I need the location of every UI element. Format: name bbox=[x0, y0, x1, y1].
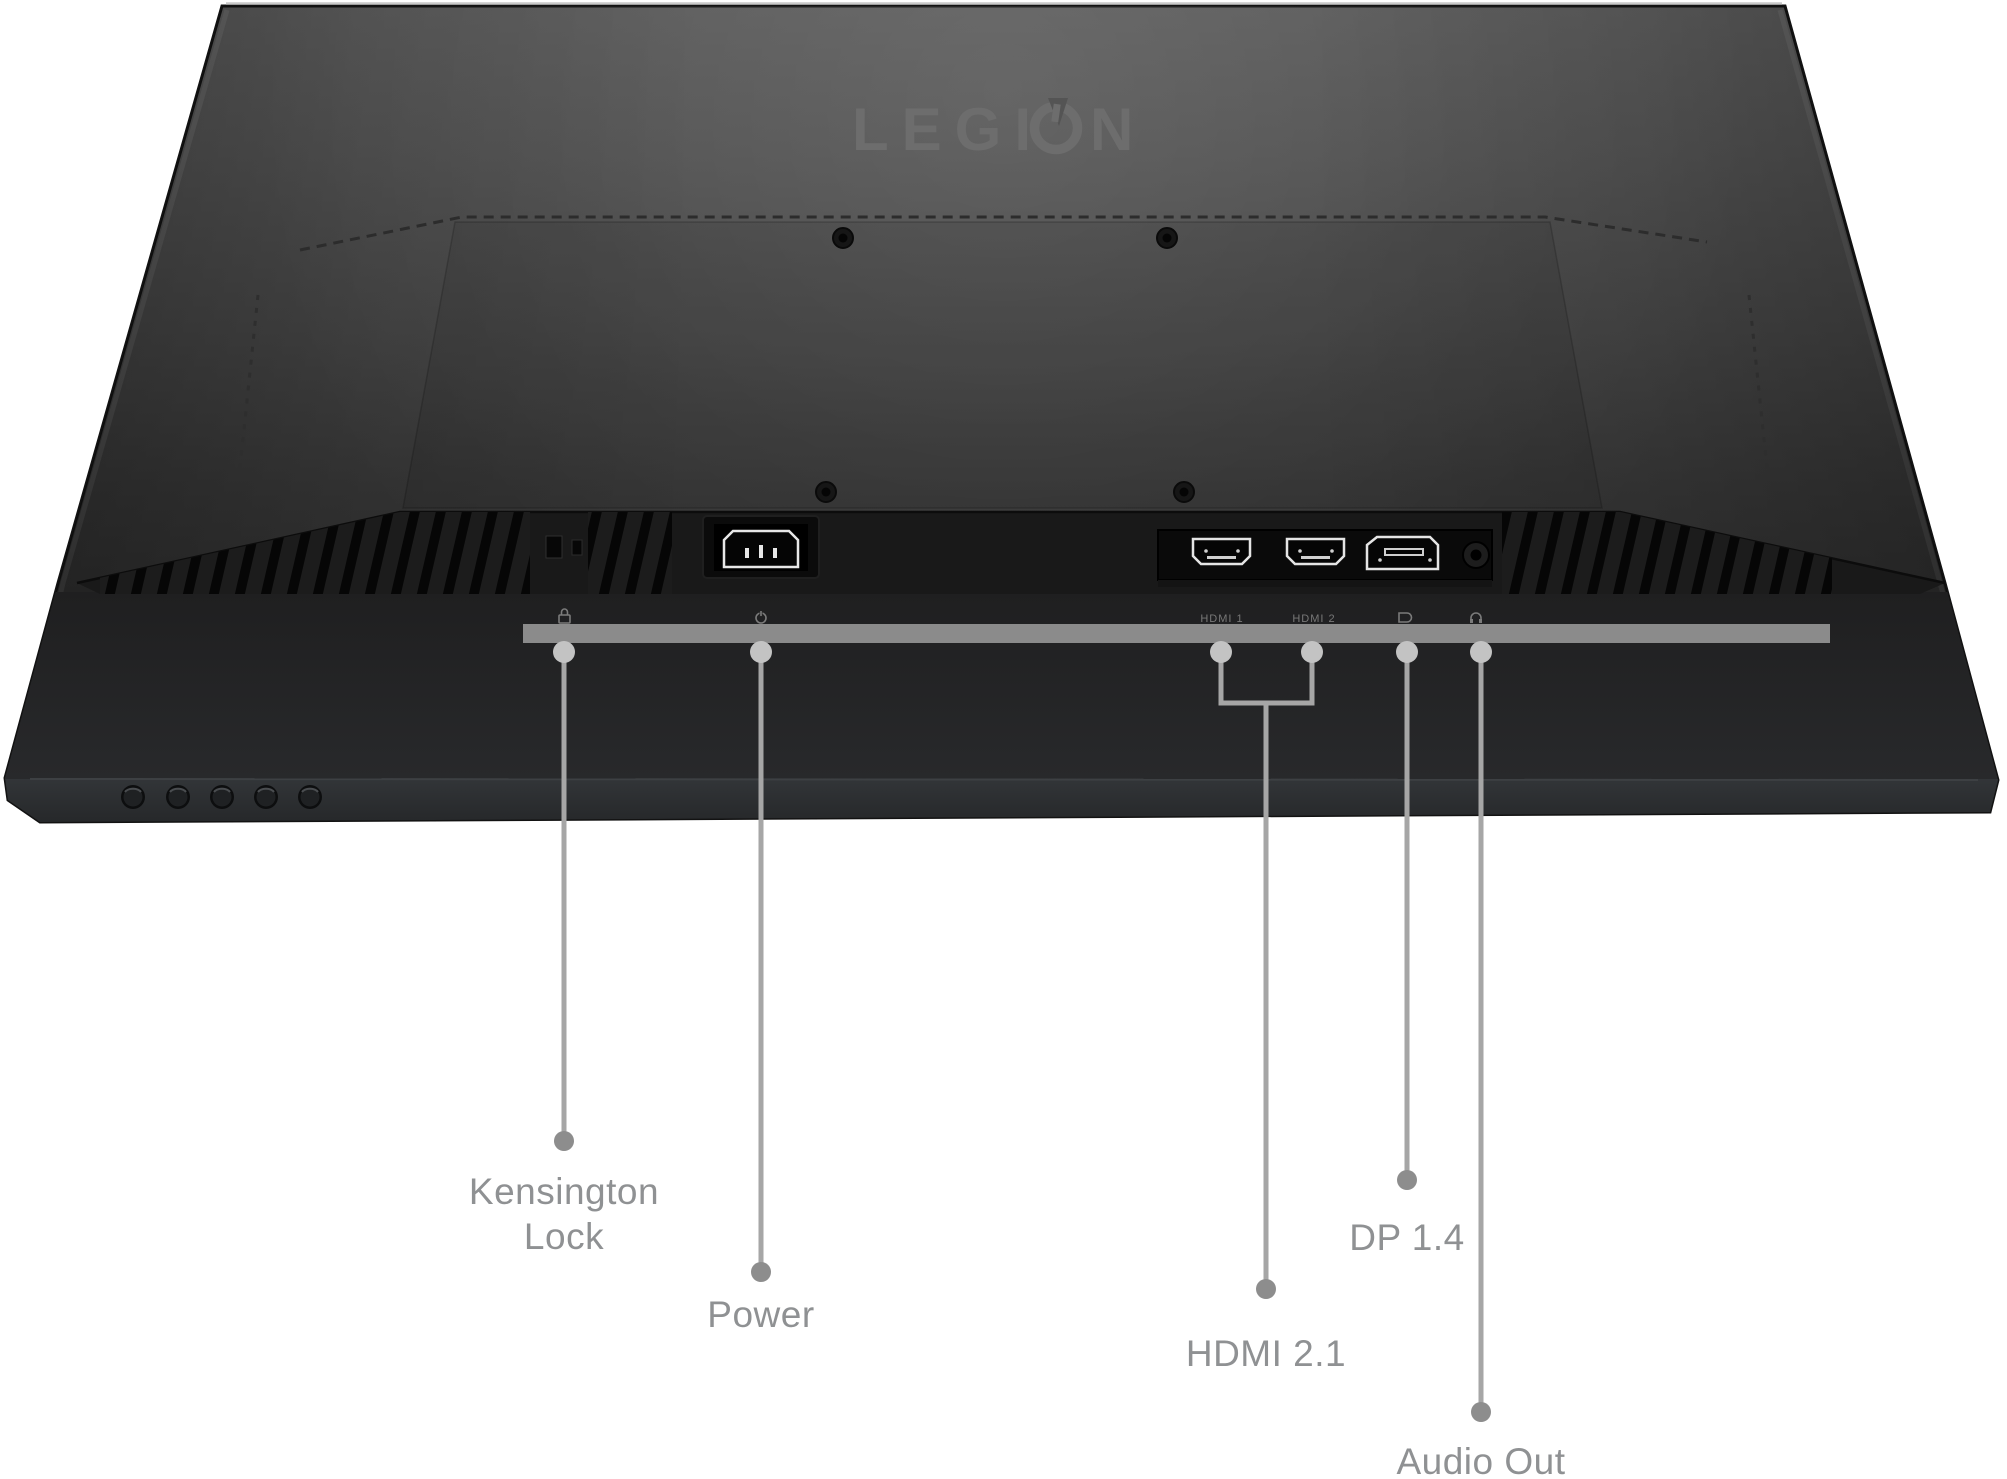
callout-power: Power bbox=[707, 641, 814, 1335]
vesa-screw bbox=[815, 481, 837, 503]
callouts: Kensington Lock Power HDMI 2.1 DP 1.4 bbox=[469, 641, 1565, 1479]
osd-button bbox=[254, 785, 278, 809]
callout-dot-end bbox=[1471, 1402, 1491, 1422]
osd-button bbox=[121, 785, 145, 809]
bottom-strip-highlight bbox=[29, 778, 1979, 781]
callout-label-hdmi: HDMI 2.1 bbox=[1186, 1333, 1346, 1374]
legion-logo: LEGI N bbox=[852, 96, 1146, 163]
callout-label-audio: Audio Out bbox=[1396, 1441, 1565, 1479]
osd-button bbox=[298, 785, 322, 809]
callout-dot-top bbox=[1301, 641, 1323, 663]
bottom-bezel-face bbox=[5, 592, 1998, 780]
callout-ruler-bar bbox=[523, 624, 1830, 643]
callout-label-dp: DP 1.4 bbox=[1349, 1217, 1464, 1258]
texture-crease-line bbox=[299, 215, 1708, 252]
lock-icon bbox=[558, 608, 571, 624]
texture-crease-left bbox=[238, 294, 260, 469]
callout-dot-end bbox=[751, 1262, 771, 1282]
logo-text-left: LEGI bbox=[852, 96, 1044, 163]
osd-buttons bbox=[121, 785, 322, 809]
callout-label-power: Power bbox=[707, 1294, 814, 1335]
power-inlet bbox=[702, 515, 820, 579]
hdmi-port-1 bbox=[1191, 537, 1252, 566]
callout-dot-end bbox=[1397, 1170, 1417, 1190]
callout-hdmi: HDMI 2.1 bbox=[1186, 641, 1346, 1374]
texture-crease-right bbox=[1747, 294, 1769, 469]
ports-panel bbox=[1157, 529, 1493, 587]
vesa-panel bbox=[402, 221, 1603, 509]
callout-kensington: Kensington Lock bbox=[469, 641, 659, 1257]
bezel-label-hdmi1: HDMI 1 bbox=[1200, 613, 1243, 625]
bezel-label-row: HDMI 1 HDMI 2 bbox=[558, 608, 1482, 625]
osd-button bbox=[210, 785, 234, 809]
displayport-port bbox=[1365, 535, 1440, 571]
callout-dot-end bbox=[1256, 1279, 1276, 1299]
vesa-screw bbox=[1156, 227, 1178, 249]
callout-dot-end bbox=[554, 1131, 574, 1151]
headphone-icon bbox=[1470, 612, 1482, 623]
bezel-label-hdmi2: HDMI 2 bbox=[1292, 613, 1335, 625]
callout-dot-top bbox=[553, 641, 575, 663]
callout-dot-top bbox=[1396, 641, 1418, 663]
callout-dp: DP 1.4 bbox=[1349, 641, 1464, 1258]
logo-text-right: N bbox=[1090, 96, 1146, 163]
callout-dot-top bbox=[750, 641, 772, 663]
osd-button bbox=[166, 785, 190, 809]
callout-dot-top bbox=[1210, 641, 1232, 663]
vent-grille-left-2 bbox=[588, 512, 672, 594]
callout-label-kensington-2: Lock bbox=[524, 1216, 604, 1257]
hdmi-port-2 bbox=[1285, 537, 1346, 566]
kensington-lock-slot bbox=[545, 535, 583, 559]
audio-jack bbox=[1462, 541, 1490, 569]
callout-dot-top bbox=[1470, 641, 1492, 663]
callout-label-kensington-1: Kensington bbox=[469, 1171, 659, 1212]
legion-o-emblem-icon bbox=[1029, 98, 1083, 155]
displayport-icon bbox=[1398, 612, 1413, 623]
callout-audio: Audio Out bbox=[1396, 641, 1565, 1479]
power-icon bbox=[755, 611, 767, 624]
vesa-screw bbox=[832, 227, 854, 249]
vesa-screw bbox=[1173, 481, 1195, 503]
